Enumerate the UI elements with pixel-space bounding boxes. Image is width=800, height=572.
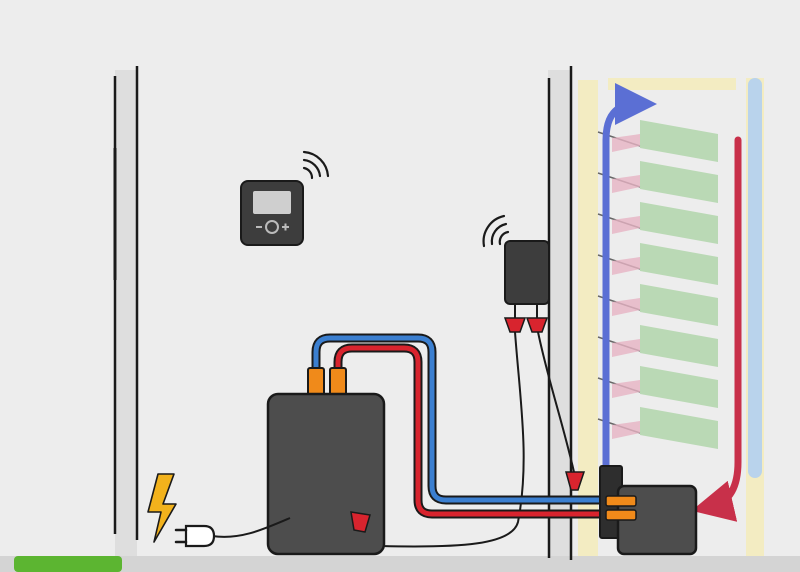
right-wall [547, 66, 573, 560]
radiator-fin [597, 407, 718, 449]
radiator-fin [597, 366, 718, 408]
lightning-bolt-icon [147, 473, 177, 543]
thermostat-dial [265, 220, 279, 234]
pipe-fittings [307, 367, 347, 397]
boiler-unit[interactable] [266, 392, 386, 556]
receiver-connectors [503, 305, 549, 333]
radiator-panel-top [608, 78, 736, 90]
wireless-thermostat-icon[interactable] [240, 180, 304, 246]
receiver-signal-icon [482, 214, 510, 248]
cold-water-pipe [311, 333, 627, 505]
floor-strip [0, 556, 800, 572]
radiator-fin [597, 161, 718, 203]
power-plug-icon[interactable] [174, 524, 216, 548]
thermostat-screen [253, 191, 291, 214]
radiator-panel-blue [748, 78, 762, 478]
radiator-fins [597, 120, 718, 449]
manifold-valve-box[interactable] [599, 465, 698, 556]
radiator-fin [597, 243, 718, 285]
left-wall [113, 66, 139, 556]
flow-down-arrow [691, 136, 742, 522]
power-cord [211, 517, 291, 538]
wifi-signal-icon [302, 150, 330, 180]
hot-water-pipe [333, 343, 627, 519]
radiator-fin [597, 325, 718, 367]
radiator-fin [597, 202, 718, 244]
flow-up-arrow [602, 83, 657, 474]
wireless-receiver-icon[interactable] [504, 240, 550, 305]
radiator-panel-left [578, 80, 598, 556]
boiler-red-plug [350, 511, 371, 533]
floor-green-marker [14, 556, 122, 572]
receiver-plug [565, 471, 586, 491]
radiator-fin [597, 284, 718, 326]
receiver-cables [379, 331, 575, 548]
radiator-fin [597, 120, 718, 162]
